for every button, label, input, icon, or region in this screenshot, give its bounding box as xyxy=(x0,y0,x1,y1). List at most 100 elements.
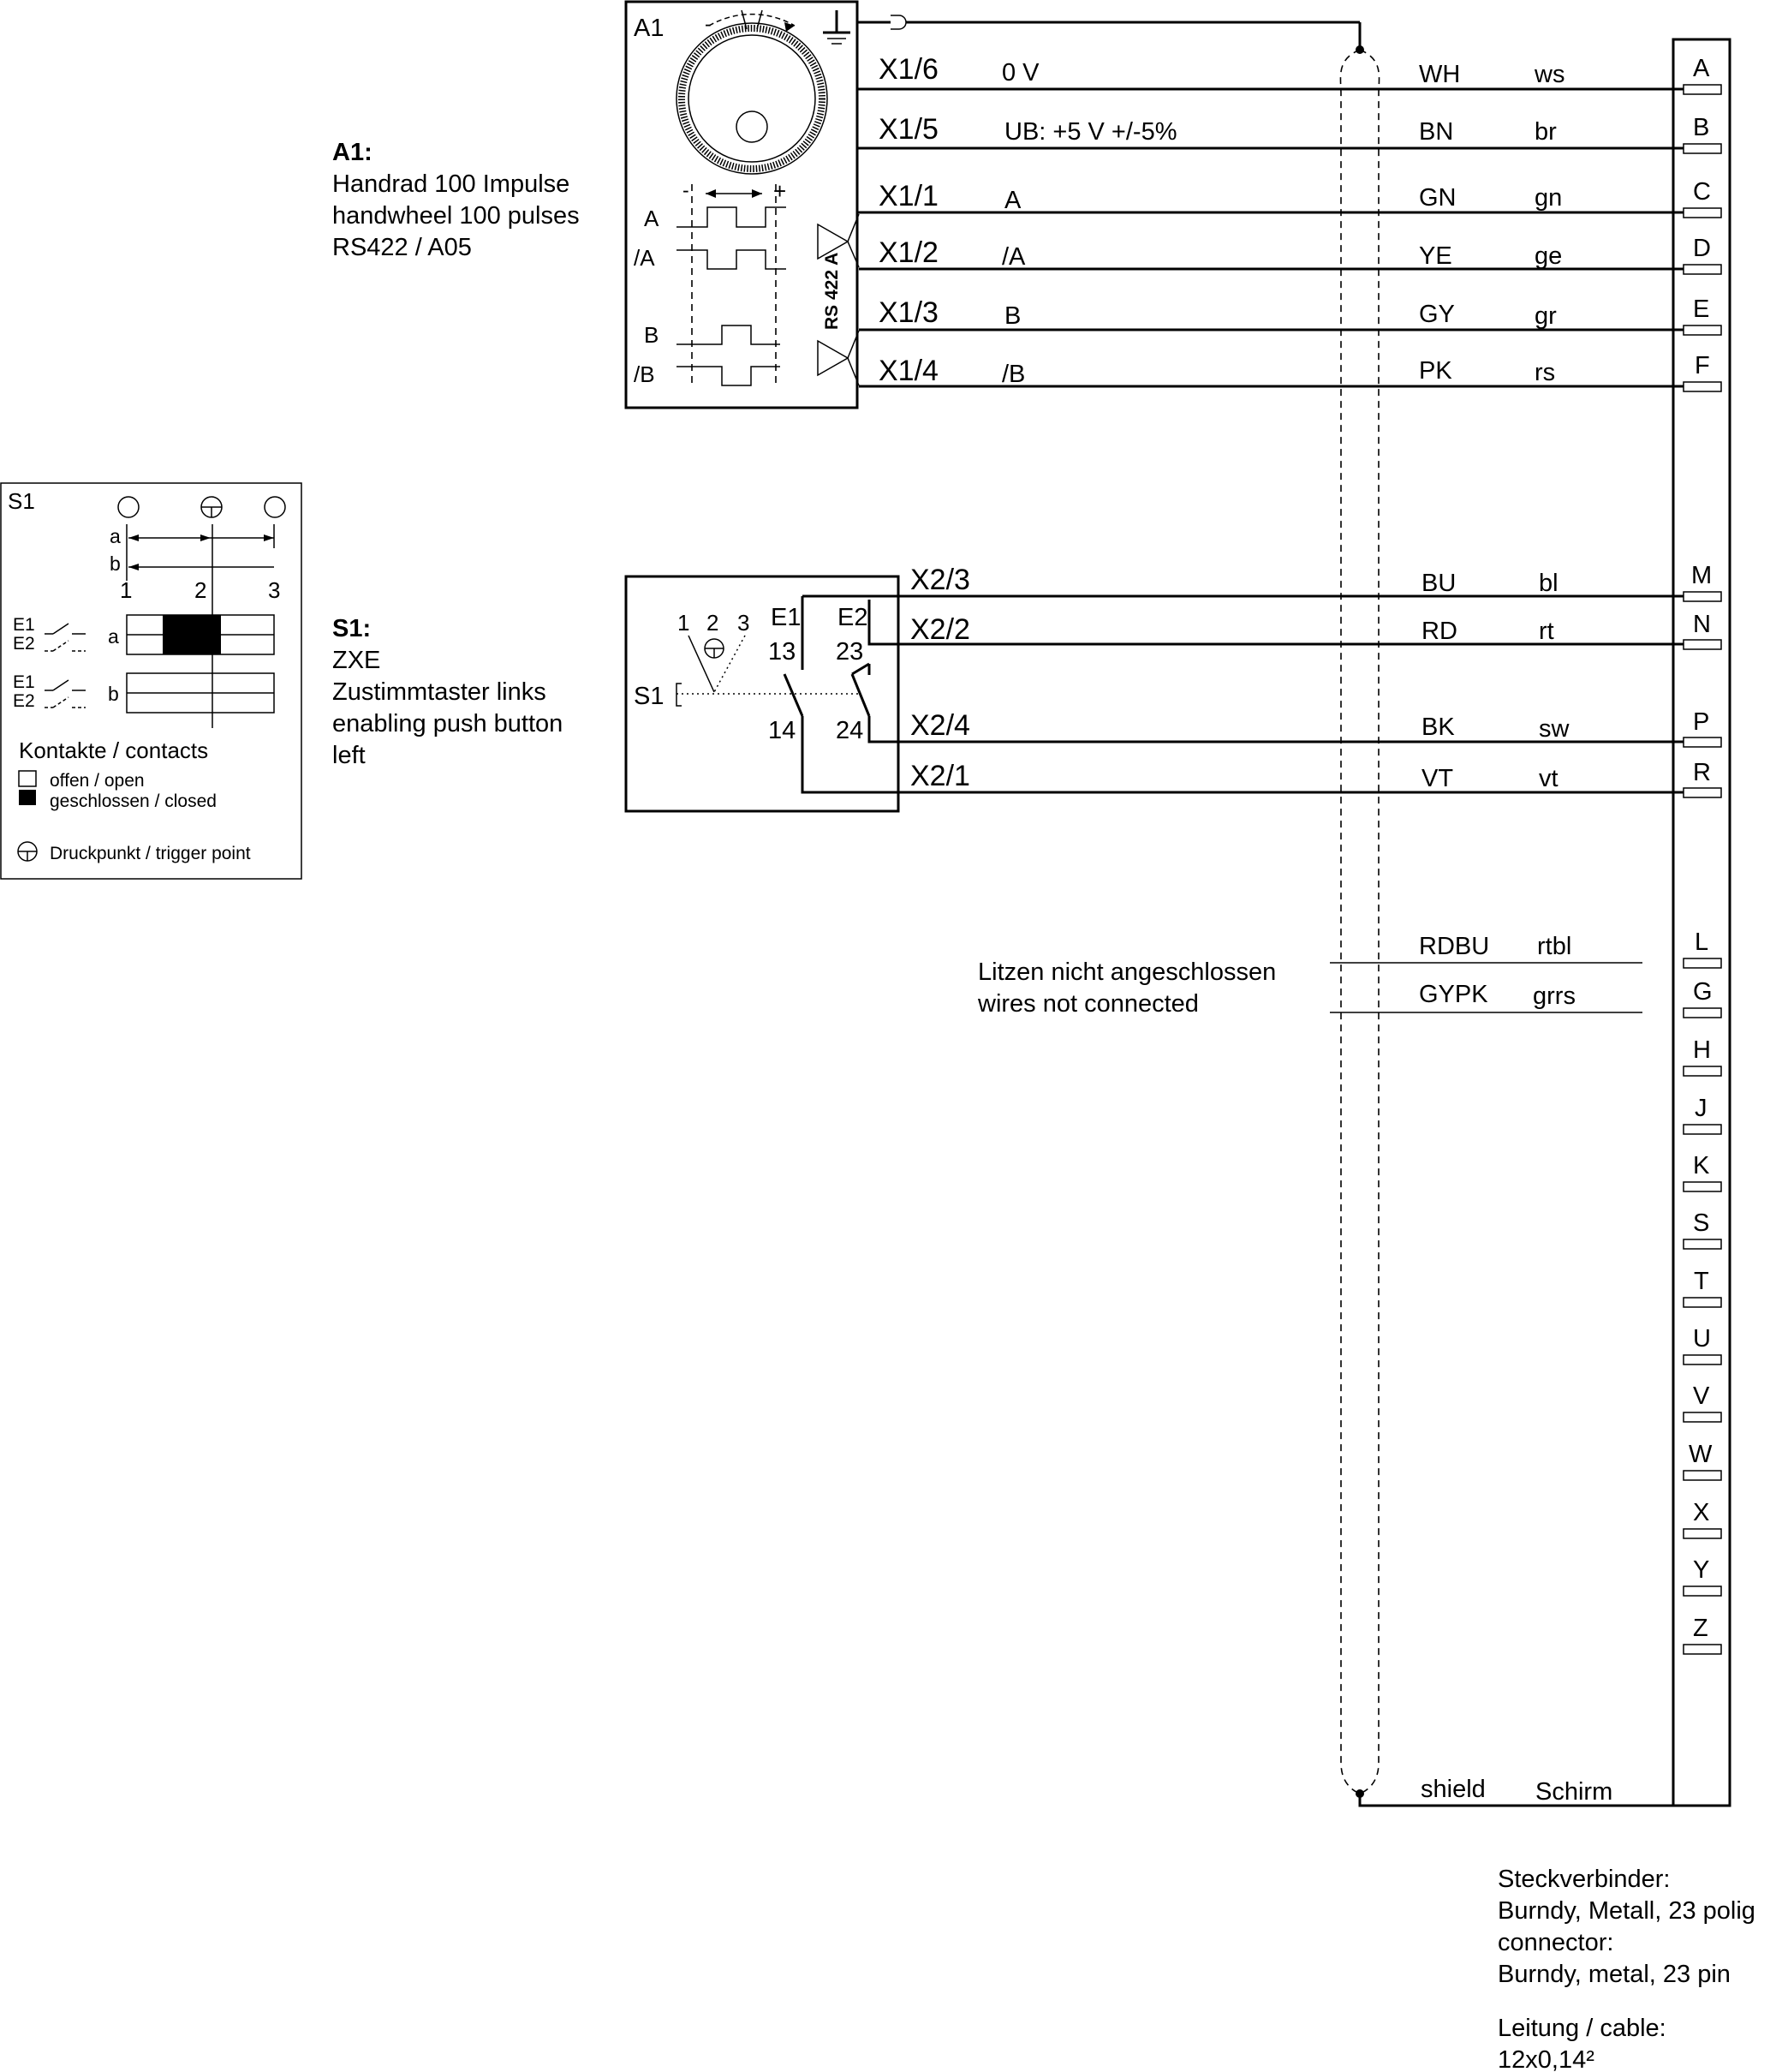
terminal-label: X2/1 xyxy=(910,760,970,792)
legend-contacts-heading: Kontakte / contacts xyxy=(19,737,208,763)
a1-wire-row: X1/1 A GN gn xyxy=(857,180,1684,214)
legend-contact-label: E1 xyxy=(13,672,35,692)
switch-contact-icon xyxy=(45,679,86,708)
a1-desc-line: RS422 / A05 xyxy=(332,234,472,261)
connector-body xyxy=(1672,38,1731,1807)
wire-color: rt xyxy=(1539,618,1554,645)
a1-desc-line: handwheel 100 pulses xyxy=(332,202,580,230)
cable-note-line: Leitung / cable: xyxy=(1498,2015,1666,2042)
legend-row-b-label: b xyxy=(108,683,119,705)
trigger-point-icon xyxy=(17,841,38,862)
s1-description: S1: ZXE Zustimmtaster links enabling pus… xyxy=(332,615,563,769)
unconnected-note: wires not connected xyxy=(977,990,1199,1018)
wire-color: gr xyxy=(1535,302,1557,330)
s1-contact-24: 24 xyxy=(836,717,863,744)
wire-color: grrs xyxy=(1533,982,1576,1010)
connector-pin: C xyxy=(1683,178,1722,218)
cable-note-line: 12x0,14² xyxy=(1498,2046,1594,2072)
terminal-label: X2/3 xyxy=(910,564,970,596)
s1-wire-row: X2/1 VT vt xyxy=(910,760,1559,792)
legend-row-b: b xyxy=(110,552,121,575)
closed-swatch xyxy=(19,790,36,805)
pin-label: Y xyxy=(1693,1556,1709,1584)
pin-label: D xyxy=(1693,235,1711,262)
s1-contact-e1: E1 xyxy=(771,604,801,631)
wire-code: YE xyxy=(1419,242,1452,270)
legend-trigger: Druckpunkt / trigger point xyxy=(50,844,251,863)
s1-box-label: S1 xyxy=(634,683,664,710)
wire-code: GN xyxy=(1419,184,1457,212)
s1-wire-row: X2/4 BK sw xyxy=(910,709,1570,743)
wire-code: GYPK xyxy=(1419,981,1488,1008)
terminal-label: X1/6 xyxy=(879,53,939,86)
quadrature-waveform-icon: - + A /A B /B xyxy=(634,178,786,387)
terminal-label: X1/1 xyxy=(879,180,939,212)
connector-block xyxy=(1672,38,1731,1807)
s1-desc-line: ZXE xyxy=(332,647,380,674)
terminal-label: X1/4 xyxy=(879,355,939,387)
connector-pin: P xyxy=(1683,708,1722,748)
connector-pin: B xyxy=(1683,114,1722,154)
wire-code: VT xyxy=(1421,765,1453,792)
unconnected-wires: Litzen nicht angeschlossen wires not con… xyxy=(977,933,1642,1018)
connector-pin: G xyxy=(1683,978,1722,1018)
wire-color: sw xyxy=(1539,715,1570,743)
wire-code: RD xyxy=(1421,618,1457,645)
legend-pos-1: 1 xyxy=(120,577,132,603)
connector-note-line: Steckverbinder: xyxy=(1498,1866,1671,1893)
wire-code: PK xyxy=(1419,357,1452,385)
wave-label-a-inv: /A xyxy=(634,245,655,271)
wire-color: gn xyxy=(1535,184,1562,212)
wire-color: rtbl xyxy=(1537,933,1571,960)
s1-desc-line: Zustimmtaster links xyxy=(332,678,546,706)
connector-pin: F xyxy=(1683,352,1722,392)
a1-module: A1 - - + xyxy=(624,0,860,409)
wire-color: rs xyxy=(1535,359,1555,386)
shield-label-de: Schirm xyxy=(1535,1778,1612,1806)
connector-pin: V xyxy=(1683,1382,1722,1423)
wire-color: ws xyxy=(1534,61,1564,88)
svg-text:-: - xyxy=(705,13,712,35)
s1-contact-14: 14 xyxy=(768,717,796,744)
switch-contact-icon xyxy=(45,623,86,652)
legend-pos-3: 3 xyxy=(268,577,280,603)
pin-label: M xyxy=(1691,562,1712,589)
unconnected-note: Litzen nicht angeschlossen xyxy=(978,958,1276,986)
a1-wire-row: X1/2 /A YE ge xyxy=(859,236,1684,271)
pin-label: L xyxy=(1695,929,1708,956)
legend-pos-2: 2 xyxy=(194,577,206,603)
connector-pin: T xyxy=(1683,1268,1722,1308)
a1-box-label: A1 xyxy=(634,15,664,42)
cable-shield xyxy=(1339,49,1380,1794)
connector-pin: Z xyxy=(1683,1615,1722,1655)
open-swatch xyxy=(18,770,37,787)
s1-wire-row: X2/3 BU bl xyxy=(910,564,1559,597)
a1-wire-row: X1/6 0 V WH ws xyxy=(857,53,1684,91)
a1-shield-link xyxy=(857,15,1364,54)
legend-row-a: a xyxy=(110,525,121,547)
connector-pin: U xyxy=(1683,1325,1722,1365)
connector-pin: D xyxy=(1683,235,1722,275)
pin-label: E xyxy=(1693,296,1709,323)
wire-color: bl xyxy=(1539,570,1559,597)
legend-title: S1 xyxy=(8,488,35,514)
wire-color: vt xyxy=(1539,765,1559,792)
signal-label: B xyxy=(1004,302,1021,330)
connector-pin: A xyxy=(1683,55,1722,95)
shield-label-en: shield xyxy=(1421,1776,1486,1803)
legend-row-a-label: a xyxy=(108,625,119,648)
connector-note-line: connector: xyxy=(1498,1929,1613,1956)
trigger-point-icon xyxy=(200,496,223,518)
connector-pin: E xyxy=(1683,296,1722,336)
a1-wire-row: X1/5 UB: +5 V +/-5% BN br xyxy=(857,113,1684,150)
connector-pin: S xyxy=(1683,1209,1722,1250)
handwheel-icon: - xyxy=(676,9,828,175)
signal-label: A xyxy=(1004,187,1022,214)
pin-label: W xyxy=(1689,1441,1713,1468)
pin-label: J xyxy=(1695,1095,1708,1122)
shield-link: shield Schirm xyxy=(1356,1776,1675,1807)
pin-label: K xyxy=(1693,1152,1710,1179)
legend-closed: geschlossen / closed xyxy=(50,791,217,811)
terminal-label: X1/3 xyxy=(879,296,939,329)
pin-label: T xyxy=(1694,1268,1709,1295)
